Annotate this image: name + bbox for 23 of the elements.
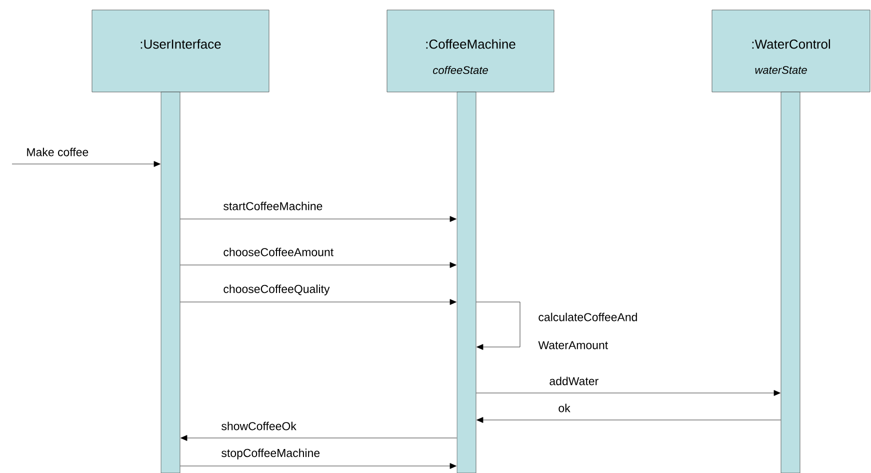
message-arrow: [180, 435, 457, 441]
edge-label: chooseCoffeeQuality: [224, 284, 330, 296]
edge-label: stopCoffeeMachine: [222, 448, 320, 460]
message-arrow: [476, 417, 781, 423]
edge-label: startCoffeeMachine: [224, 202, 322, 210]
activation-bar: [780, 92, 800, 473]
edge-label: addWater: [550, 376, 598, 386]
edge-label: Make coffee: [27, 148, 88, 156]
message-arrow: [476, 302, 520, 350]
lifeline-head-box: :CoffeeMachine coffeeState: [386, 10, 554, 92]
edge-label: chooseCoffeeAmount: [224, 248, 334, 256]
message-arrow: [180, 463, 456, 469]
message-arrow: [476, 390, 780, 396]
message-arrow: [180, 216, 456, 222]
lifeline-head-box: :UserInterface: [92, 10, 270, 92]
lifeline-head-box: :WaterControl waterState: [712, 10, 870, 92]
edge-label: ok: [558, 404, 570, 412]
activation-bar: [456, 92, 476, 473]
edge-label: showCoffeeOk: [222, 422, 296, 430]
message-arrow: [12, 161, 160, 167]
message-arrow: [180, 299, 456, 305]
message-arrow: [180, 262, 456, 268]
activation-bar: [160, 92, 180, 473]
